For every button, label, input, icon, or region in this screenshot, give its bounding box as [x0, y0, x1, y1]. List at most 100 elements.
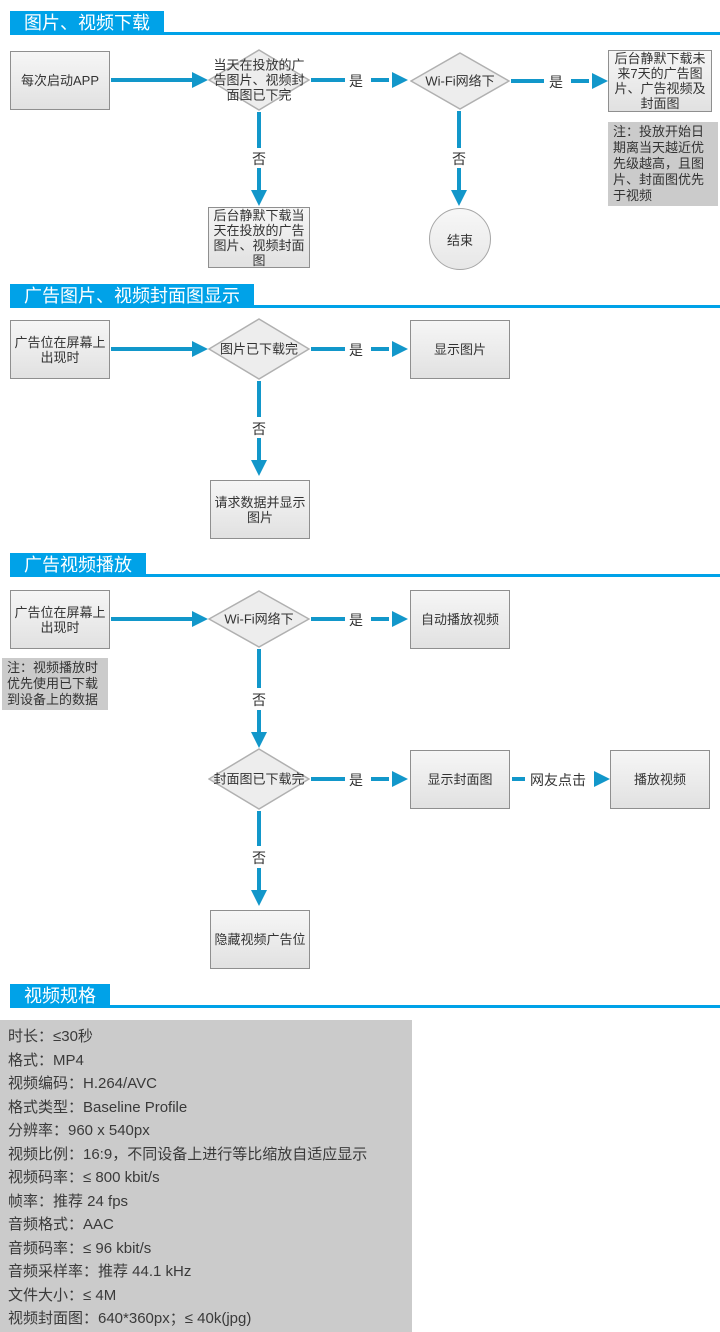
arrowhead-icon [192, 72, 208, 88]
node-end: 结束 [429, 208, 491, 270]
arrowhead-icon [451, 190, 467, 206]
branch-label-yes: 是 [349, 73, 363, 89]
node-ad-slot-appears: 广告位在屏幕上出现时 [10, 590, 110, 649]
connector-line [311, 347, 345, 351]
spec-file-size: 文件大小：≤ 4M [8, 1286, 117, 1304]
node-label: 广告位在屏幕上出现时 [14, 334, 106, 365]
diamond-shape-icon [208, 318, 310, 380]
node-autoplay-video: 自动播放视频 [410, 590, 510, 649]
section-title: 广告视频播放 [10, 553, 146, 577]
decision-wifi: Wi-Fi网络下 [208, 590, 310, 648]
connector-line [257, 112, 261, 148]
spec-video-bitrate: 视频码率：≤ 800 kbit/s [8, 1169, 160, 1186]
note-priority: 注：投放开始日期离当天越近优先级越高，且图片、封面图优先于视频 [608, 122, 718, 206]
diamond-shape-icon [208, 590, 310, 648]
branch-label-yes: 是 [349, 772, 363, 788]
diamond-shape-icon [208, 748, 310, 810]
connector-line [311, 78, 345, 82]
connector-line [371, 78, 389, 82]
decision-cover-downloaded: 封面图已下载完 [208, 748, 310, 810]
spec-framerate: 帧率：推荐 24 fps [8, 1192, 129, 1210]
arrowhead-icon [251, 732, 267, 748]
node-label: 每次启动APP [20, 73, 99, 88]
node-download-today: 后台静默下载当天在投放的广告图片、视频封面图 [208, 207, 310, 268]
node-label: 播放视频 [633, 772, 686, 787]
spec-sample-rate: 音频采样率：推荐 44.1 kHz [8, 1263, 192, 1280]
spec-cover-image: 视频封面图：640*360px；≤ 40k(jpg) [8, 1310, 252, 1327]
connector-line [571, 79, 589, 83]
branch-label-no: 否 [252, 421, 266, 437]
node-hide-video-slot: 隐藏视频广告位 [210, 910, 310, 969]
branch-label-yes: 是 [349, 342, 363, 358]
branch-label-user-click: 网友点击 [530, 772, 586, 788]
spec-resolution: 分辨率：960 x 540px [8, 1122, 150, 1139]
node-label: 结束 [446, 232, 473, 248]
node-label: 后台静默下载当天在投放的广告图片、视频封面图 [213, 207, 305, 268]
branch-label-no: 否 [452, 151, 466, 167]
node-label: 广告位在屏幕上出现时 [14, 604, 106, 635]
arrowhead-icon [251, 190, 267, 206]
node-label: 自动播放视频 [420, 612, 499, 627]
node-label: 后台静默下载未来7天的广告图片、广告视频及封面图 [614, 51, 706, 111]
node-label: 显示封面图 [427, 772, 493, 787]
arrowhead-icon [392, 72, 408, 88]
connector-line [257, 811, 261, 846]
decision-label: Wi-Fi网络下 [425, 73, 495, 89]
node-label: 显示图片 [433, 342, 486, 357]
specs-panel: 时长：≤30秒 格式：MP4 视频编码：H.264/AVC 格式类型：Basel… [0, 1020, 412, 1332]
arrowhead-icon [251, 460, 267, 476]
connector-line [257, 438, 261, 460]
decision-label: 当天在投放的广告图片、视频封面图已下完 [213, 57, 305, 103]
connector-line [457, 168, 461, 190]
spec-video-codec: 视频编码：H.264/AVC [8, 1075, 157, 1092]
decision-label: Wi-Fi网络下 [224, 611, 294, 627]
arrowhead-icon [594, 771, 610, 787]
spec-audio-bitrate: 音频码率：≤ 96 kbit/s [8, 1239, 152, 1257]
arrowhead-icon [592, 73, 608, 89]
arrowhead-icon [192, 341, 208, 357]
diamond-shape-icon [410, 52, 510, 110]
node-show-image: 显示图片 [410, 320, 510, 379]
decision-wifi: Wi-Fi网络下 [410, 52, 510, 110]
connector-line [511, 79, 544, 83]
arrowhead-icon [192, 611, 208, 627]
branch-label-yes: 是 [349, 612, 363, 628]
section-title: 广告图片、视频封面图显示 [10, 284, 254, 308]
arrowhead-icon [392, 341, 408, 357]
spec-aspect-ratio: 视频比例：16:9，不同设备上进行等比缩放自适应显示 [8, 1145, 368, 1163]
connector-line [311, 617, 345, 621]
connector-line [457, 111, 461, 148]
section-underline [10, 305, 720, 308]
section-underline [10, 32, 720, 35]
node-request-data: 请求数据并显示图片 [210, 480, 310, 539]
connector-line [111, 617, 192, 621]
node-play-video: 播放视频 [610, 750, 710, 809]
connector-line [512, 777, 525, 781]
node-ad-slot-appears: 广告位在屏幕上出现时 [10, 320, 110, 379]
note-use-downloaded-data: 注：视频播放时优先使用已下载到设备上的数据 [2, 658, 108, 710]
node-download-future: 后台静默下载未来7天的广告图片、广告视频及封面图 [608, 50, 712, 112]
arrowhead-icon [392, 611, 408, 627]
connector-line [257, 868, 261, 890]
connector-line [111, 347, 192, 351]
arrowhead-icon [392, 771, 408, 787]
spec-profile: 格式类型：Baseline Profile [8, 1098, 188, 1116]
spec-audio-format: 音频格式：AAC [8, 1216, 114, 1233]
node-app-launch: 每次启动APP [10, 51, 110, 110]
node-label: 请求数据并显示图片 [214, 494, 306, 525]
spec-format: 格式：MP4 [8, 1051, 84, 1069]
connector-line [257, 710, 261, 732]
section-underline [10, 574, 720, 577]
connector-line [371, 777, 389, 781]
connector-line [257, 649, 261, 688]
connector-line [257, 168, 261, 190]
branch-label-yes: 是 [549, 74, 563, 90]
branch-label-no: 否 [252, 850, 266, 866]
decision-assets-downloaded: 当天在投放的广告图片、视频封面图已下完 [208, 49, 310, 111]
node-show-cover: 显示封面图 [410, 750, 510, 809]
branch-label-no: 否 [252, 151, 266, 167]
decision-label: 图片已下载完 [219, 341, 298, 357]
arrowhead-icon [251, 890, 267, 906]
section-title: 图片、视频下载 [10, 11, 164, 35]
